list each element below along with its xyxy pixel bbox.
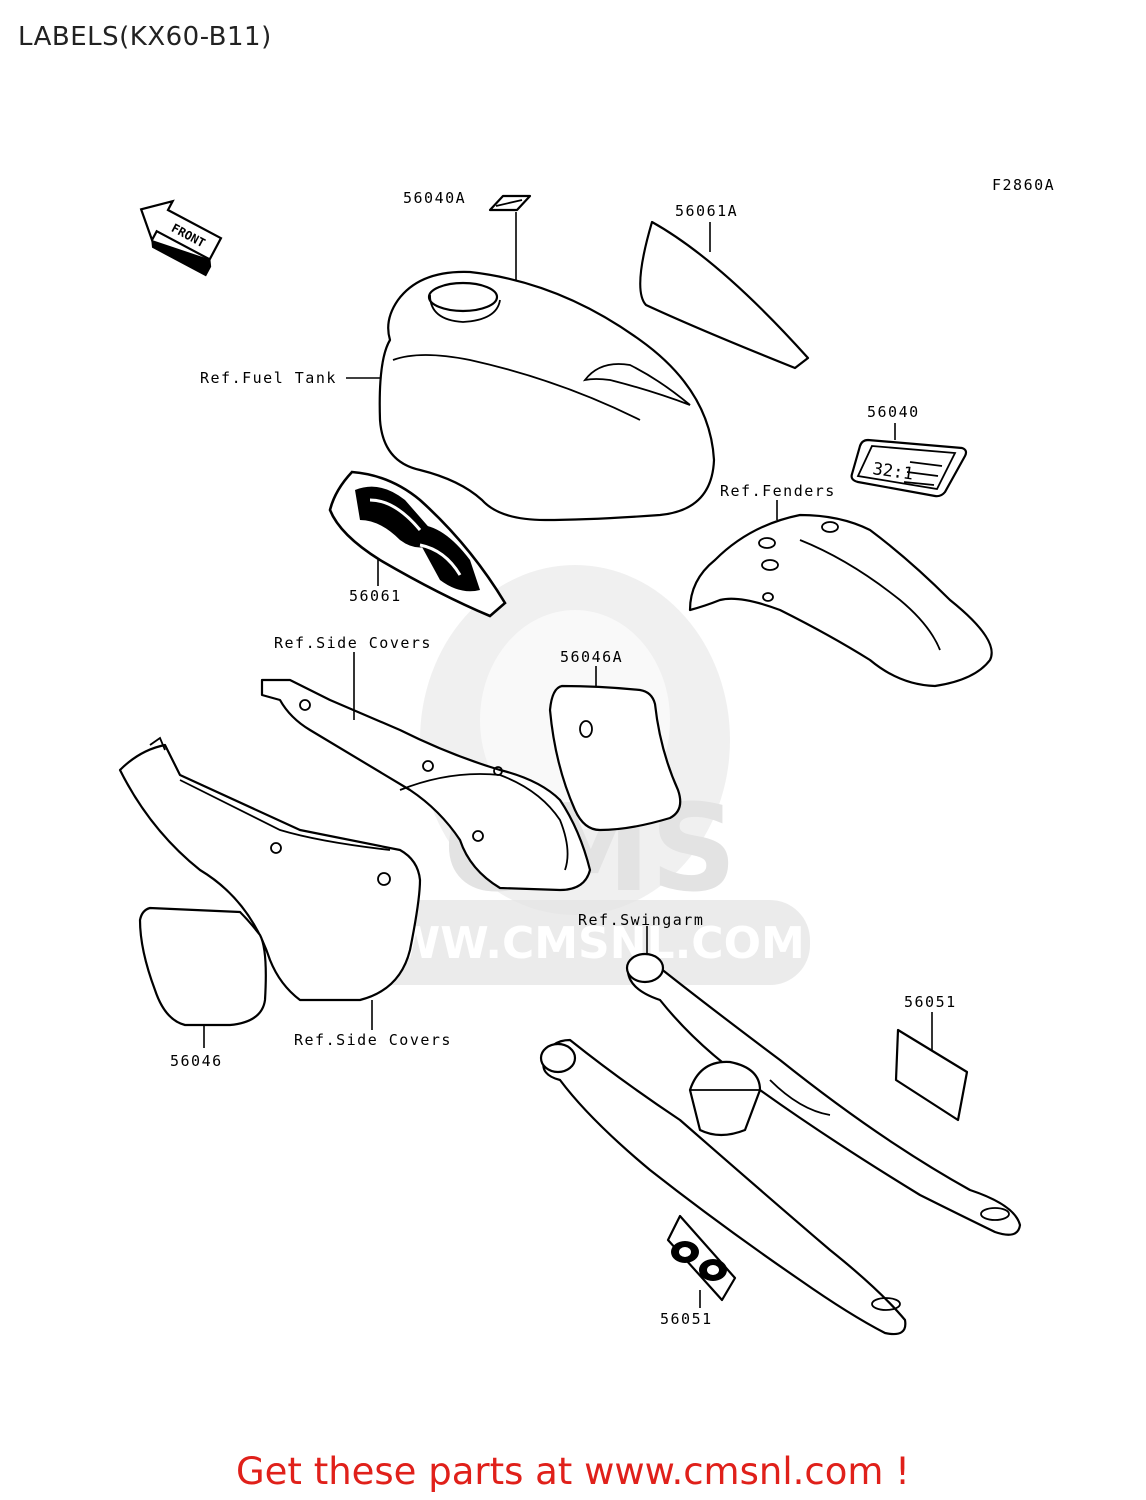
callout-ref-side-covers-bottom: Ref.Side Covers [294,1031,452,1049]
callout-56051-bottom: 56051 [660,1310,713,1328]
page-title: LABELS(KX60-B11) [18,22,272,52]
fuel-tank: Ref.Fuel Tank [200,270,716,522]
callout-ref-fenders: Ref.Fenders [720,482,836,500]
side-cover-upper: Ref.Side Covers [260,634,592,892]
callout-56051-right: 56051 [904,993,957,1011]
label-56046a: 56046A [548,648,682,832]
callout-ref-swingarm: Ref.Swingarm [578,911,704,929]
label-56040: 32:1 56040 [850,403,968,498]
side-cover-lower: Ref.Side Covers [118,736,452,1049]
callout-56061: 56061 [349,587,402,605]
label-56051-bottom: 56051 [660,1214,737,1328]
callout-ref-fuel-tank: Ref.Fuel Tank [200,369,337,387]
label-56051-right: 56051 [894,993,969,1122]
callout-ref-side-covers-top: Ref.Side Covers [274,634,432,652]
front-arrow-icon: FRONT [139,199,223,277]
label-56046: 56046 [138,906,267,1070]
callout-56046a: 56046A [560,648,623,666]
swingarm: Ref.Swingarm [539,911,1022,1336]
callout-56046: 56046 [170,1052,223,1070]
figure-code: F2860A [992,176,1055,194]
callout-56040: 56040 [867,403,920,421]
callout-56040a: 56040A [403,189,466,207]
label-56061: 56061 [328,470,507,618]
rear-fender: Ref.Fenders [688,482,993,688]
footer-link[interactable]: Get these parts at www.cmsnl.com ! [235,1450,910,1493]
watermark-url: WWW.CMSNL.COM [343,918,805,969]
label-56061a: 56061A [639,202,810,370]
callout-56061a: 56061A [675,202,738,220]
